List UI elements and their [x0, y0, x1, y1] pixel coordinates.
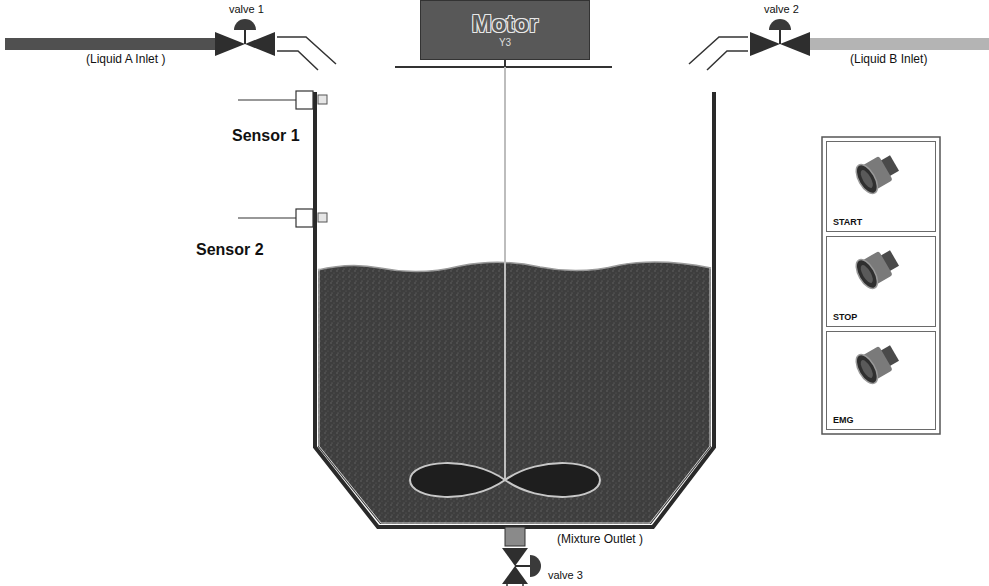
button-face	[858, 263, 875, 284]
valve-3-symbol	[502, 548, 541, 584]
button-cap	[852, 256, 882, 292]
emergency-button-icon	[852, 339, 903, 387]
liquid-surface	[318, 262, 711, 271]
sensor-tip	[318, 95, 327, 104]
valve-stem	[244, 30, 246, 44]
sensor-body	[296, 91, 313, 109]
valve-triangle	[502, 548, 528, 566]
inlet-label: (Liquid B Inlet)	[850, 53, 927, 67]
sensor-body	[296, 209, 313, 227]
valve-triangle	[780, 32, 810, 56]
inlet-label: (Liquid A Inlet )	[86, 53, 165, 67]
sensor-2-symbol	[238, 209, 327, 227]
valve-2-symbol	[750, 19, 810, 56]
node-title: EMG	[833, 416, 854, 426]
sensor-label: Sensor 2	[196, 241, 264, 259]
valve-actuator	[530, 555, 541, 577]
button-cap	[852, 161, 882, 197]
outlet-label: (Mixture Outlet )	[557, 533, 643, 547]
motor-flange	[395, 66, 612, 68]
node-title: STOP	[833, 313, 857, 323]
valve-triangle	[245, 32, 275, 56]
sensor-tip	[318, 213, 327, 222]
motor-box: MotorY3	[420, 0, 590, 60]
start-button-icon	[852, 149, 903, 197]
inlet-nozzle	[277, 51, 318, 70]
valve-label: valve 1	[229, 3, 264, 16]
valve-actuator	[769, 19, 791, 30]
outlet-pipe-wall	[506, 584, 508, 586]
sensor-1-symbol	[238, 91, 327, 109]
valve-label: valve 2	[764, 3, 799, 16]
sensor-wire	[238, 217, 296, 218]
impeller	[410, 463, 600, 497]
valve-actuator	[234, 19, 256, 30]
sensor-label: Sensor 1	[232, 127, 300, 145]
inlet-pipe-b	[809, 38, 989, 50]
node-title: Motor	[472, 11, 539, 37]
button-cap	[852, 351, 882, 387]
valve-1-symbol	[215, 19, 275, 56]
valve-triangle	[215, 32, 245, 56]
mixer-shaft	[504, 67, 506, 480]
button-panel	[822, 137, 940, 434]
tank-wall	[315, 92, 714, 527]
start-button-cell: START	[826, 141, 936, 232]
emergency-button-cell: EMG	[826, 331, 936, 430]
stop-button-icon	[852, 244, 903, 292]
valve-stem	[779, 30, 781, 44]
node-title: START	[833, 218, 862, 228]
valve-triangle	[750, 32, 780, 56]
valve-stem	[515, 565, 530, 567]
outlet-pipe	[505, 527, 525, 546]
sensor-wire	[238, 99, 296, 100]
valve-label: valve 3	[548, 569, 583, 582]
valve-triangle	[502, 566, 528, 584]
motor-coupling	[504, 60, 506, 67]
stop-button-cell: STOP	[826, 236, 936, 327]
outlet-pipe-wall	[522, 584, 524, 586]
button-face	[858, 358, 875, 379]
inlet-pipe-a	[5, 38, 217, 50]
tank-inner-line	[319, 268, 710, 523]
inlet-nozzle	[707, 51, 748, 70]
liquid-mixture	[318, 262, 711, 524]
button-face	[858, 168, 875, 189]
node-subtitle: Y3	[499, 37, 511, 49]
